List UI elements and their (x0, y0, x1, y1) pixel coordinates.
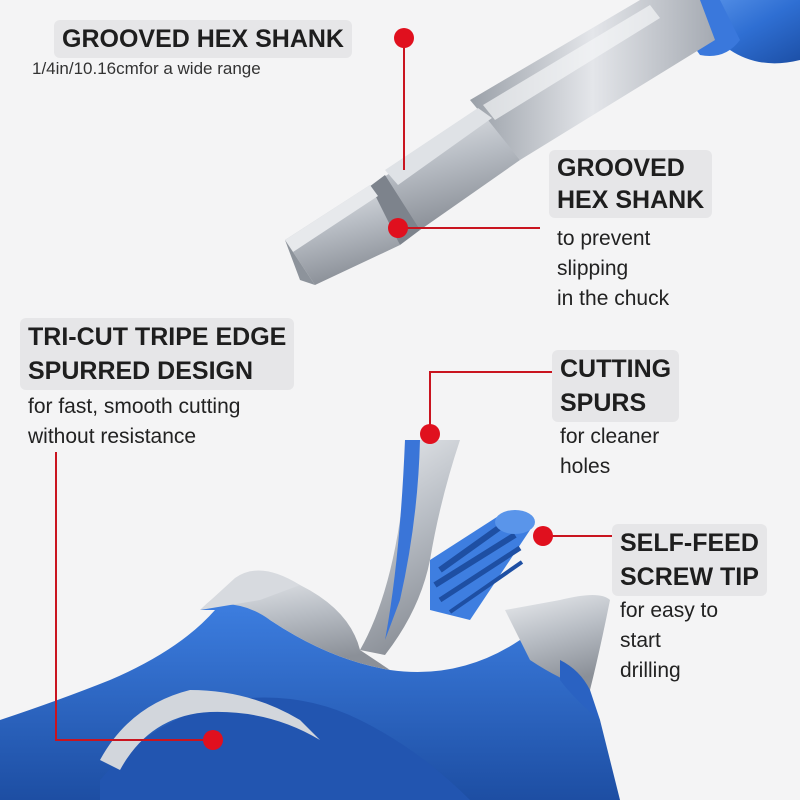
screw-tip-desc: for easy to start drilling (620, 596, 718, 686)
spade-bit-image (0, 440, 620, 800)
cutting-spurs-desc: for cleaner holes (560, 422, 659, 482)
cutting-spurs-title: CUTTING SPURS (552, 350, 680, 422)
hex-shank-size-text: 1/4in/10.16cmfor a wide range (32, 59, 261, 78)
desc-line: without resistance (28, 425, 197, 448)
hex-shank-image (285, 0, 800, 285)
desc-line: for cleaner (560, 425, 660, 448)
desc-line: holes (560, 455, 611, 478)
callout-dot-icon (388, 218, 408, 238)
grooved-shank-desc: to prevent slipping in the chuck (557, 224, 669, 314)
callout-dot-icon (533, 526, 553, 546)
callout-dots (203, 28, 553, 750)
screw-tip-title-line: SCREW TIP (620, 563, 759, 591)
callout-dot-icon (394, 28, 414, 48)
tri-cut-title-line: TRI-CUT TRIPE EDGE (28, 323, 287, 351)
grooved-shank-title: GROOVED HEX SHANK (549, 150, 713, 218)
hex-shank-title: GROOVED HEX SHANK (54, 20, 352, 58)
desc-line: for fast, smooth cutting (28, 395, 241, 418)
desc-line: for easy to (620, 599, 719, 622)
grooved-shank-title-line: GROOVED (557, 154, 685, 182)
tri-cut-desc: for fast, smooth cutting without resista… (28, 392, 240, 452)
tri-cut-title-line: SPURRED DESIGN (28, 357, 254, 385)
grooved-shank-title-line: HEX SHANK (557, 186, 705, 214)
desc-line: in the chuck (557, 287, 670, 310)
screw-tip-title-line: SELF-FEED (620, 529, 759, 557)
cutting-spurs-title-line: CUTTING (560, 355, 672, 383)
leader-lines (55, 38, 615, 741)
tri-cut-title: TRI-CUT TRIPE EDGE SPURRED DESIGN (20, 318, 295, 390)
desc-line: to prevent (557, 227, 651, 250)
callout-dot-icon (203, 730, 223, 750)
callout-dot-icon (420, 424, 440, 444)
screw-tip-title: SELF-FEED SCREW TIP (612, 524, 767, 596)
desc-line: slipping (557, 257, 629, 280)
cutting-spurs-title-line: SPURS (560, 389, 647, 417)
desc-line: start (620, 629, 661, 652)
desc-line: drilling (620, 659, 681, 682)
